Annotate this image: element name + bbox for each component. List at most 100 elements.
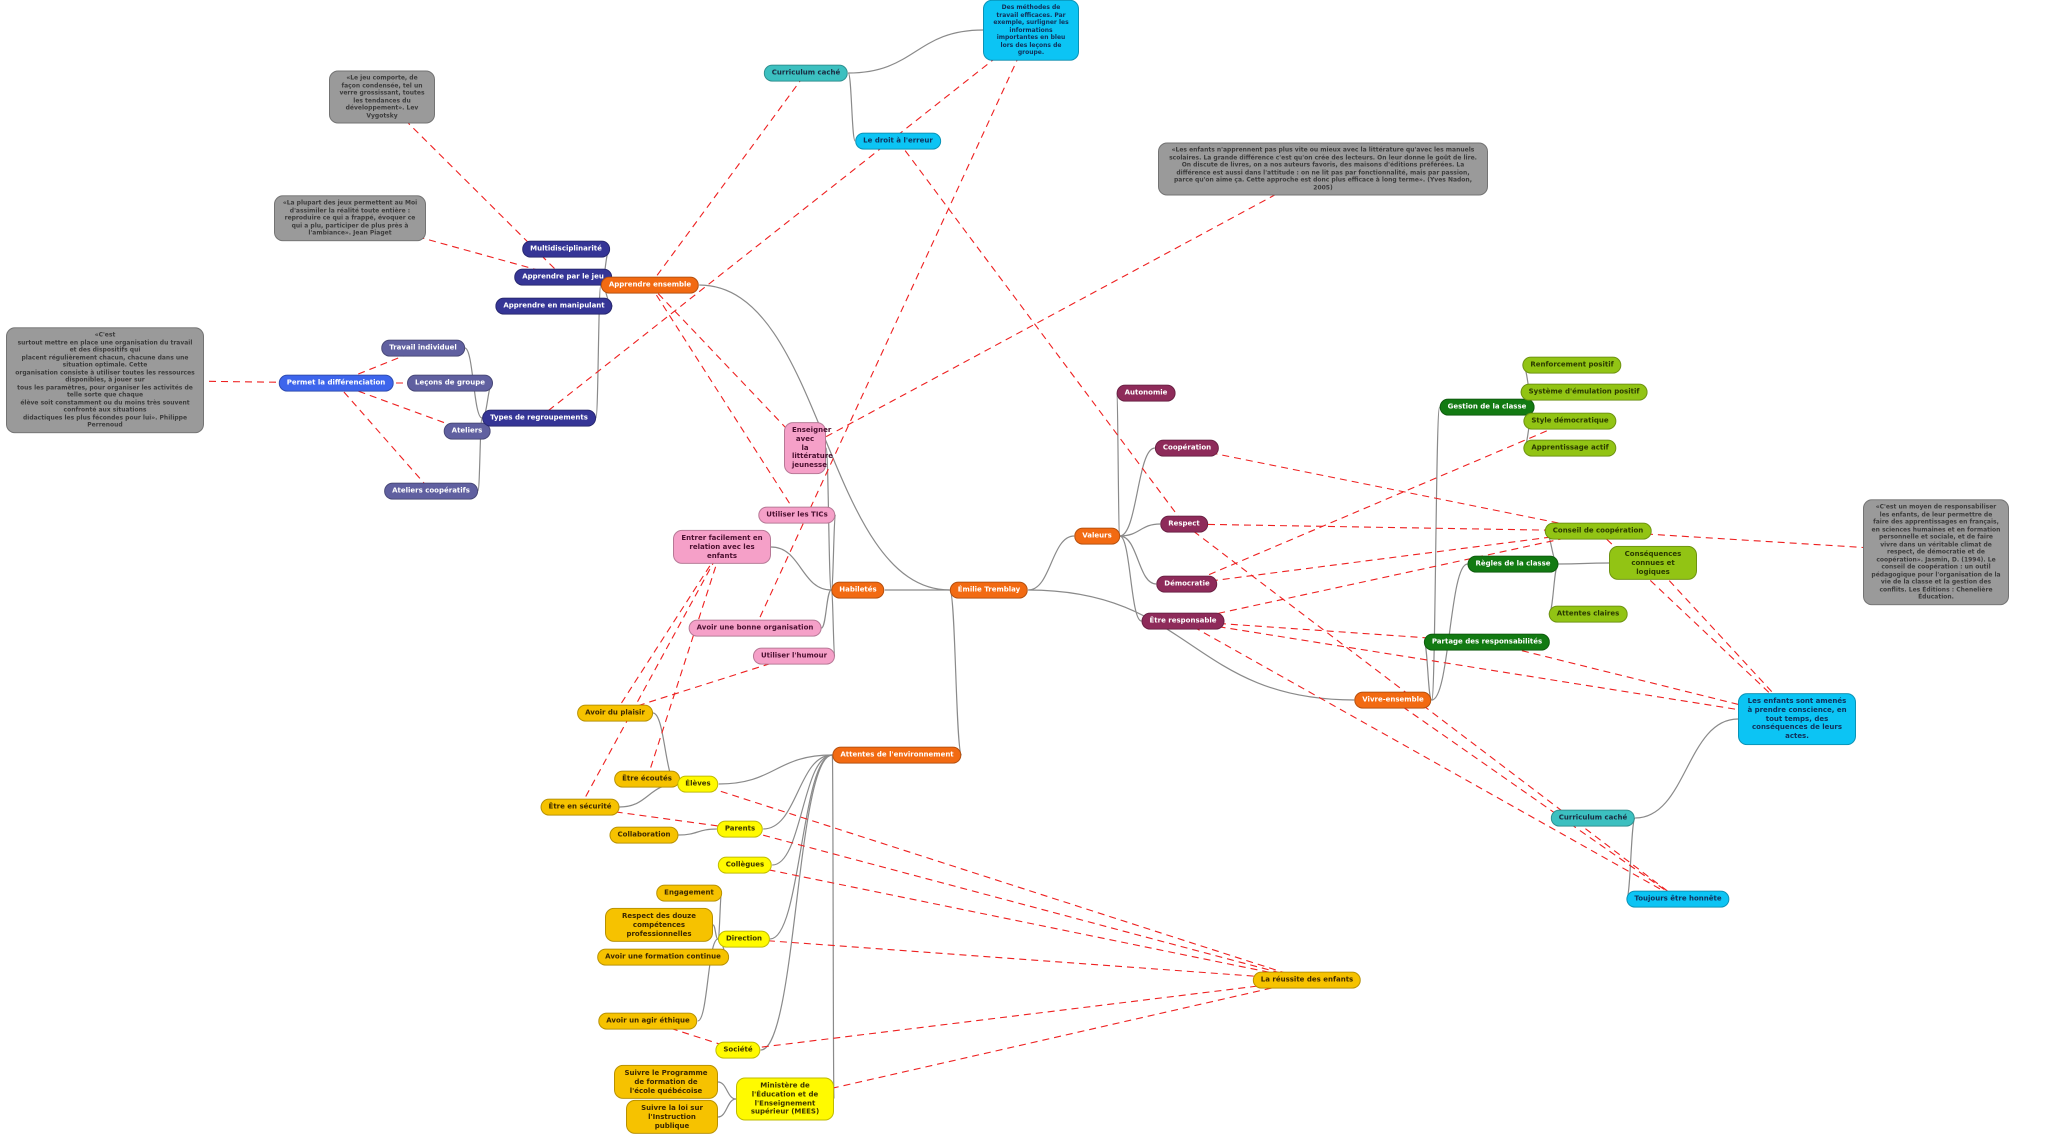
cross-link (646, 546, 723, 780)
node-apprendre-par-le-jeu[interactable]: Apprendre par le jeu (514, 268, 612, 286)
cross-link (649, 284, 806, 449)
cross-link (538, 29, 1032, 419)
node-permet-differenciation[interactable]: Permet la différenciation (278, 374, 394, 392)
cross-link (754, 29, 1032, 629)
node-style-democratique[interactable]: Style démocratique (1523, 412, 1617, 430)
cross-link (614, 655, 795, 714)
tree-edge (1119, 535, 1142, 622)
tree-edge (1116, 392, 1121, 537)
node-central-emilie-tremblay[interactable]: Émilie Tremblay (949, 581, 1029, 599)
tree-edge (830, 589, 836, 657)
tree-edge (769, 754, 833, 940)
node-droit-erreur[interactable]: Le droit à l'erreur (855, 132, 941, 150)
cross-link (649, 284, 798, 516)
node-reussite-enfants[interactable]: La réussite des enfants (1252, 971, 1362, 989)
node-cooperation[interactable]: Coopération (1154, 439, 1220, 457)
node-ateliers[interactable]: Ateliers (443, 422, 491, 440)
node-etre-ecoutes[interactable]: Être écoutés (614, 770, 680, 788)
node-respect-douze-competences[interactable]: Respect des douze compétences profession… (605, 907, 713, 943)
cross-link (1182, 530, 1599, 622)
node-travail-individuel[interactable]: Travail individuel (381, 339, 465, 357)
node-apprentissage-actif[interactable]: Apprentissage actif (1523, 439, 1617, 457)
node-bonne-organisation[interactable]: Avoir une bonne organisation (688, 619, 822, 637)
tree-edge (831, 754, 835, 1100)
node-respect[interactable]: Respect (1160, 515, 1208, 533)
node-societe[interactable]: Société (715, 1041, 761, 1059)
tree-edge (619, 783, 678, 808)
node-direction[interactable]: Direction (717, 930, 771, 948)
node-conseil-cooperation[interactable]: Conseil de coopération (1544, 522, 1652, 540)
node-agir-ethique[interactable]: Avoir un agir éthique (598, 1012, 698, 1030)
node-attentes-environnement[interactable]: Attentes de l'environnement (832, 746, 962, 764)
node-gestion-classe[interactable]: Gestion de la classe (1439, 398, 1535, 416)
node-eleves[interactable]: Élèves (677, 775, 719, 793)
node-engagement[interactable]: Engagement (656, 884, 722, 902)
node-valeurs[interactable]: Valeurs (1074, 527, 1120, 545)
node-utiliser-tics[interactable]: Utiliser les TICs (758, 506, 836, 524)
node-suivre-programme[interactable]: Suivre le Programme de formation de l'éc… (614, 1064, 718, 1100)
node-ministere-mees[interactable]: Ministère de l'Éducation et de l'Enseign… (736, 1077, 834, 1121)
node-types-regroupements[interactable]: Types de regroupements (482, 409, 596, 427)
node-habiletes[interactable]: Habiletés (831, 581, 885, 599)
tree-edge (1431, 406, 1441, 701)
cross-link (697, 783, 1308, 981)
node-formation-continue[interactable]: Avoir une formation continue (597, 948, 729, 966)
tree-edge (830, 514, 837, 591)
cross-link (737, 979, 1308, 1051)
cross-link (1186, 420, 1571, 585)
tree-edge (848, 29, 984, 74)
node-consequences-logiques[interactable]: Conséquences connues et logiques (1609, 545, 1697, 581)
tree-edge (697, 938, 719, 1022)
cross-link (739, 828, 1308, 981)
tree-edge (772, 754, 833, 866)
node-ateliers-cooperatifs[interactable]: Ateliers coopératifs (384, 482, 478, 500)
tree-edge (1028, 589, 1355, 701)
node-utiliser-humour[interactable]: Utiliser l'humour (752, 647, 836, 665)
node-parents[interactable]: Parents (716, 820, 764, 838)
node-autonomie[interactable]: Autonomie (1116, 384, 1176, 402)
node-entrer-en-relation[interactable]: Entrer facilement en relation avec les e… (673, 529, 771, 565)
node-enseigner-litterature[interactable]: Enseigner avec la littérature jeunesse (784, 422, 833, 474)
node-apprendre-en-manipulant[interactable]: Apprendre en manipulant (495, 297, 613, 315)
tree-edge (770, 546, 832, 591)
node-multidisciplinarite[interactable]: Multidisciplinarité (522, 240, 610, 258)
cross-link (744, 864, 1308, 981)
cross-link (1392, 699, 1679, 900)
cross-link (1182, 620, 1679, 900)
tree-edge (1028, 535, 1075, 591)
node-lecons-de-groupe[interactable]: Leçons de groupe (407, 374, 493, 392)
node-regles-classe[interactable]: Règles de la classe (1467, 555, 1559, 573)
tree-edge (847, 72, 856, 142)
quote-vygotsky: «Le jeu comporte, de façon condensée, te… (329, 70, 435, 124)
node-apprendre-ensemble[interactable]: Apprendre ensemble (600, 276, 700, 294)
node-curriculum-cache-bottom[interactable]: Curriculum caché (1550, 809, 1636, 827)
node-collegues[interactable]: Collègues (717, 856, 773, 874)
node-partage-responsabilites[interactable]: Partage des responsabilités (1423, 633, 1551, 651)
node-enfants-amenes[interactable]: Les enfants sont amenés à prendre consci… (1738, 693, 1856, 745)
tree-edge (1431, 563, 1468, 701)
node-suivre-loi[interactable]: Suivre la loi sur l'Instruction publique (626, 1099, 718, 1134)
node-vivre-ensemble[interactable]: Vivre-ensemble (1354, 691, 1432, 709)
node-curriculum-cache-top[interactable]: Curriculum caché (763, 64, 849, 82)
tree-edge (477, 417, 483, 492)
tree-edge (1625, 817, 1636, 900)
node-methodes-travail[interactable]: Des méthodes de travail efficaces. Par e… (983, 0, 1079, 61)
node-etre-en-securite[interactable]: Être en sécurité (540, 798, 620, 816)
node-collaboration[interactable]: Collaboration (609, 826, 679, 844)
node-democratie[interactable]: Démocratie (1156, 575, 1218, 593)
quote-piaget: «La plupart des jeux permettent au Moi d… (274, 195, 426, 241)
quote-nadon: «Les enfants n'apprennent pas plus vite … (1158, 142, 1488, 196)
node-toujours-honnete[interactable]: Toujours être honnête (1626, 890, 1730, 908)
tree-edge (760, 754, 833, 1051)
tree-edge (763, 754, 833, 830)
cross-link (743, 938, 1308, 981)
cross-link (1186, 447, 1599, 532)
tree-edge (1558, 562, 1610, 565)
tree-edge (1119, 447, 1156, 537)
node-etre-responsable[interactable]: Être responsable (1141, 612, 1225, 630)
node-systeme-emulation[interactable]: Système d'émulation positif (1520, 383, 1648, 401)
node-attentes-claires[interactable]: Attentes claires (1548, 605, 1628, 623)
node-renforcement-positif[interactable]: Renforcement positif (1522, 356, 1622, 374)
node-avoir-du-plaisir[interactable]: Avoir du plaisir (577, 704, 653, 722)
